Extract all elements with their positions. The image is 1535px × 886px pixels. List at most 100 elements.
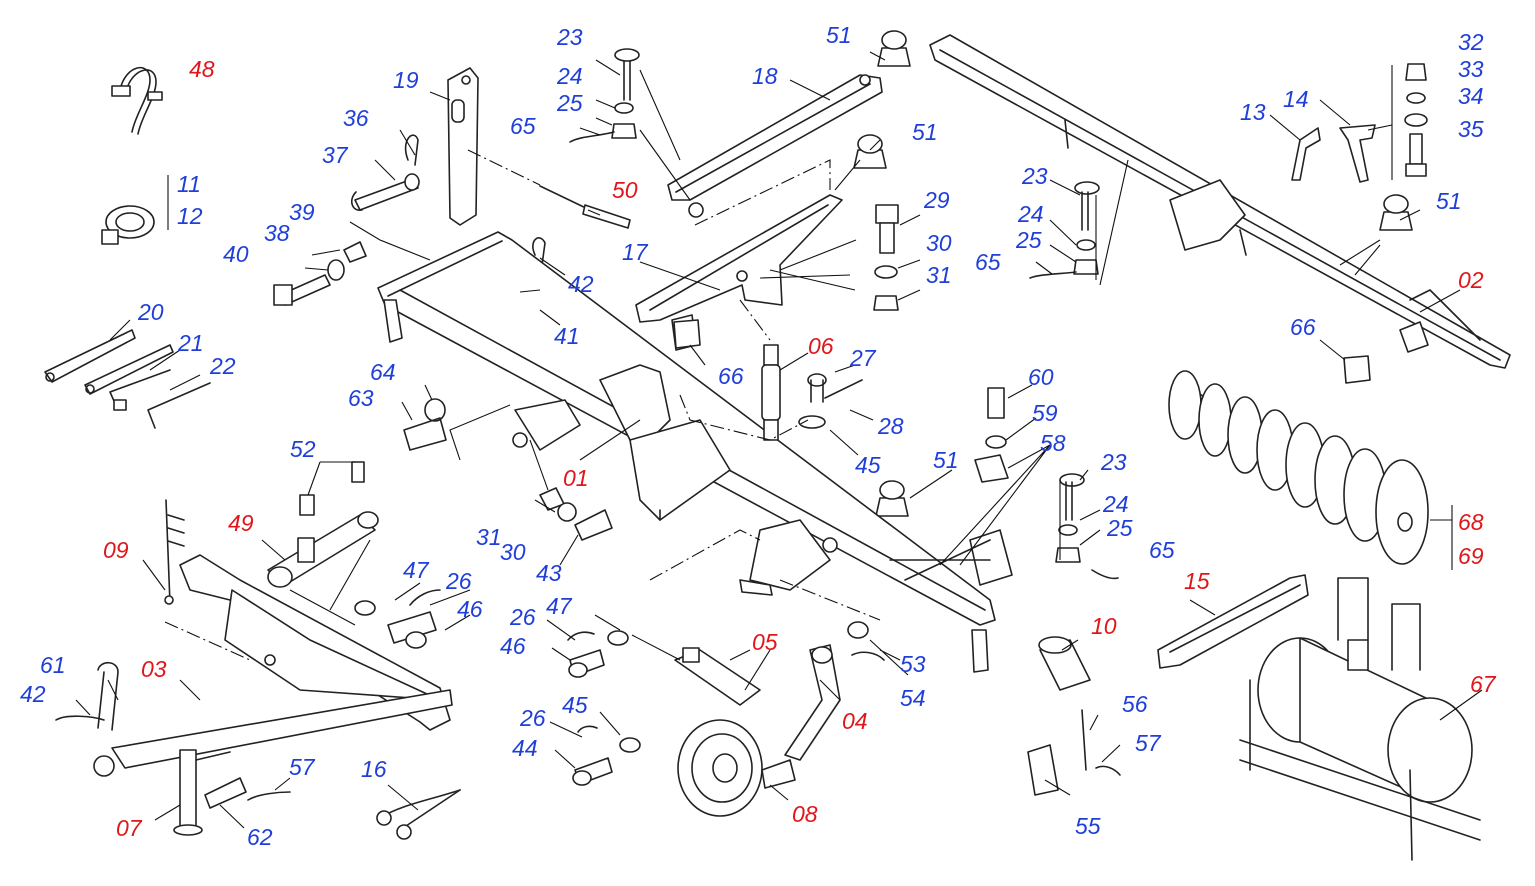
label-25a: 25 — [556, 90, 583, 116]
label-07: 07 — [116, 815, 143, 841]
part-pin-44 — [572, 725, 641, 786]
part-wheel-08 — [677, 719, 796, 817]
label-48: 48 — [189, 56, 215, 82]
part-adjusting-rod — [539, 185, 631, 229]
label-03: 03 — [141, 656, 167, 682]
label-46a: 46 — [457, 596, 483, 622]
label-08: 08 — [792, 801, 818, 827]
part-pins-46b — [567, 630, 629, 678]
label-41: 41 — [554, 323, 580, 349]
part-pin-group-a — [569, 48, 640, 143]
label-23a: 23 — [556, 24, 583, 50]
label-51a: 51 — [826, 22, 852, 48]
label-51d: 51 — [1436, 188, 1462, 214]
part-cylinder-49 — [267, 511, 379, 588]
label-68: 68 — [1458, 509, 1484, 535]
part-chain-09 — [164, 499, 185, 605]
label-59: 59 — [1032, 400, 1058, 426]
label-20: 20 — [137, 299, 164, 325]
label-47b: 47 — [546, 593, 573, 619]
part-cap-66b — [1343, 355, 1371, 384]
label-01: 01 — [563, 465, 589, 491]
label-45b: 45 — [562, 692, 588, 718]
label-66a: 66 — [718, 363, 744, 389]
label-36: 36 — [343, 105, 369, 131]
part-grease-cap-3 — [875, 480, 909, 517]
part-labels: 48 11 12 19 36 37 39 40 38 20 21 22 23 2… — [20, 22, 1497, 850]
part-handles — [44, 329, 211, 429]
part-cylinder-06 — [761, 344, 781, 441]
label-30a: 30 — [926, 230, 952, 256]
label-14: 14 — [1283, 86, 1309, 112]
label-61: 61 — [40, 652, 66, 678]
label-16: 16 — [361, 756, 387, 782]
assembly-lines — [164, 149, 881, 661]
label-67: 67 — [1470, 671, 1497, 697]
label-64: 64 — [370, 359, 396, 385]
part-wheel-arm — [784, 644, 841, 761]
label-54: 54 — [900, 685, 926, 711]
label-27: 27 — [849, 345, 877, 371]
part-pin-62 — [204, 777, 291, 809]
part-hydraulic-hoses — [111, 66, 163, 135]
part-cylinder-05 — [674, 647, 761, 706]
part-arm-17 — [635, 194, 843, 351]
label-66b: 66 — [1290, 314, 1316, 340]
part-rear-frame — [929, 34, 1511, 369]
label-28: 28 — [877, 413, 904, 439]
label-40: 40 — [223, 241, 249, 267]
label-24b: 24 — [1102, 491, 1129, 517]
part-grease-cap-1 — [877, 30, 911, 67]
label-04: 04 — [842, 708, 868, 734]
label-39: 39 — [289, 199, 315, 225]
part-washer-53 — [847, 621, 885, 661]
label-47a: 47 — [403, 557, 430, 583]
part-clamp — [101, 205, 155, 245]
label-60: 60 — [1028, 364, 1054, 390]
label-32: 32 — [1458, 29, 1484, 55]
part-grease-cap-4 — [1379, 194, 1413, 231]
part-hitch-plate — [447, 67, 479, 226]
part-beam-18 — [667, 74, 883, 218]
part-bolt-60 — [974, 387, 1009, 483]
part-drawbar — [93, 554, 453, 777]
label-44: 44 — [512, 735, 538, 761]
label-65b: 65 — [1149, 537, 1175, 563]
part-frame-15 — [1157, 574, 1309, 669]
part-pins-46a — [354, 589, 441, 649]
label-69: 69 — [1458, 543, 1484, 569]
part-main-frame — [377, 231, 1013, 673]
leader-lines — [75, 51, 1483, 829]
label-38: 38 — [264, 220, 290, 246]
label-45a: 45 — [855, 452, 881, 478]
label-33: 33 — [1458, 56, 1484, 82]
label-29: 29 — [923, 187, 950, 213]
part-pin-63 — [403, 398, 447, 451]
part-cap-66a — [673, 319, 701, 349]
label-15: 15 — [1184, 568, 1210, 594]
label-21: 21 — [177, 330, 204, 356]
part-pin-27 — [798, 373, 863, 429]
label-57a: 57 — [289, 754, 316, 780]
label-42a: 42 — [568, 271, 594, 297]
label-46b: 46 — [500, 633, 526, 659]
label-56: 56 — [1122, 691, 1148, 717]
label-57b: 57 — [1135, 730, 1162, 756]
part-pin-group-c — [1029, 181, 1100, 279]
part-block-55 — [1027, 709, 1121, 796]
label-12: 12 — [177, 203, 203, 229]
label-26a: 26 — [445, 568, 472, 594]
label-22: 22 — [209, 353, 236, 379]
label-10: 10 — [1091, 613, 1117, 639]
part-pin-61 — [55, 661, 119, 731]
label-30b: 30 — [500, 539, 526, 565]
label-18: 18 — [752, 63, 778, 89]
part-tine-14 — [1339, 124, 1376, 183]
part-jack-07 — [173, 749, 231, 836]
label-65a: 65 — [510, 113, 536, 139]
label-52: 52 — [290, 436, 316, 462]
label-31b: 31 — [476, 524, 502, 550]
label-62: 62 — [247, 824, 273, 850]
